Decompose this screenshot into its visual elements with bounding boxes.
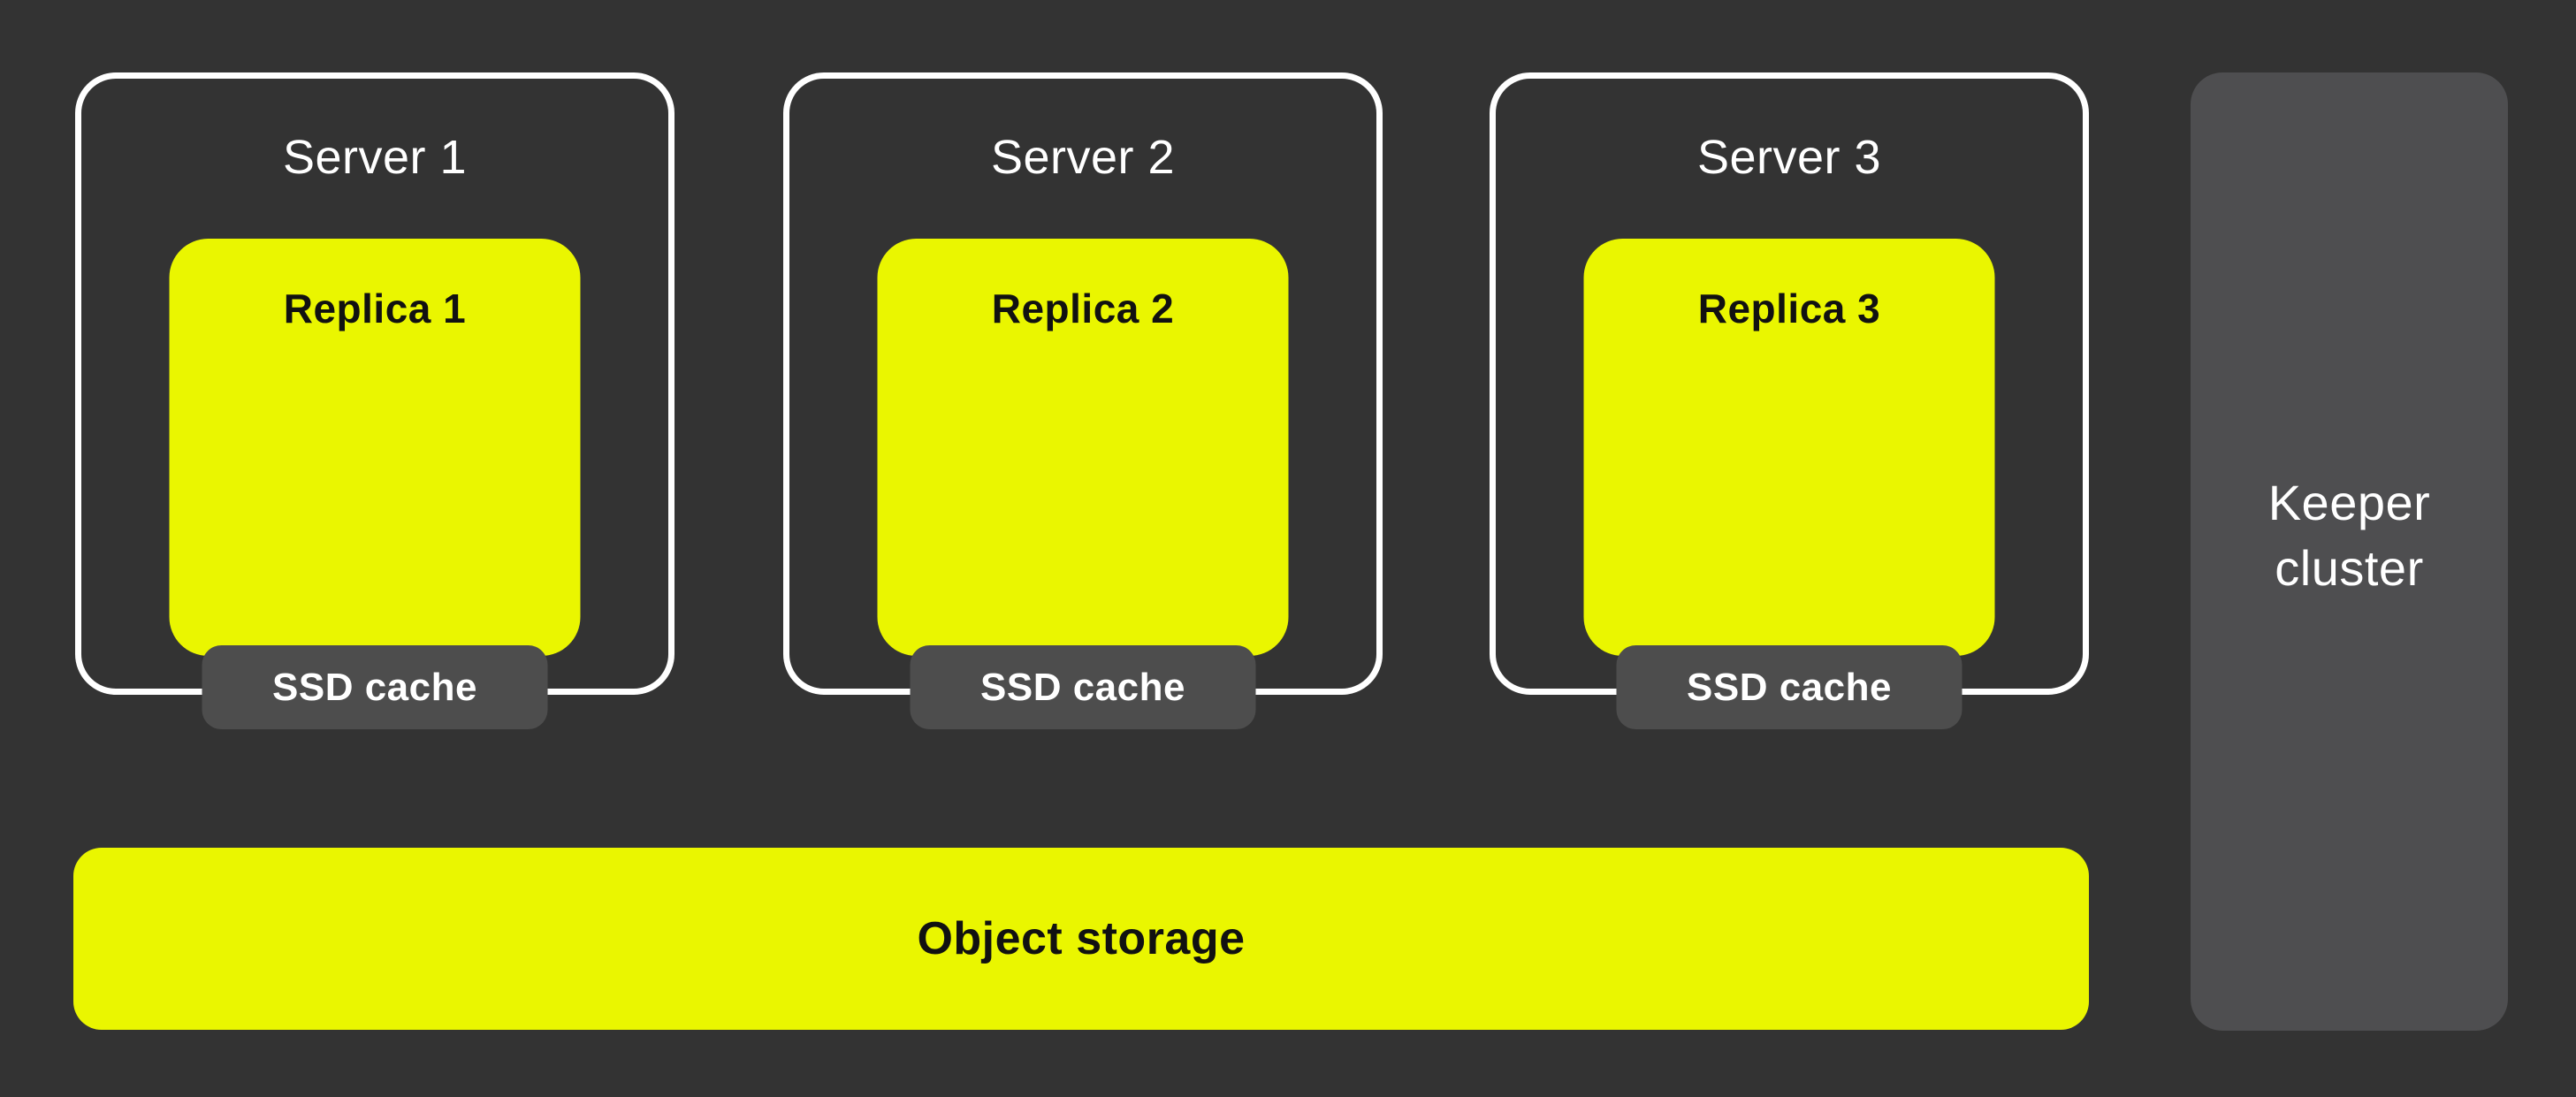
server-box-1: Server 1 Replica 1 SSD cache	[75, 72, 674, 729]
server-box-3: Server 3 Replica 3 SSD cache	[1490, 72, 2089, 729]
replica-box-3: Replica 3	[1583, 239, 1995, 656]
server-box-2: Server 2 Replica 2 SSD cache	[783, 72, 1383, 729]
replica-label: Replica 1	[283, 286, 467, 331]
server-title: Server 3	[1696, 131, 1882, 184]
object-storage-bar: Object storage	[73, 848, 2089, 1030]
keeper-cluster-label: Keeper cluster	[2267, 474, 2431, 596]
replica-label: Replica 2	[991, 286, 1175, 331]
object-storage-label: Object storage	[917, 913, 1246, 964]
replica-box-1: Replica 1	[169, 239, 581, 656]
ssd-cache-badge: SSD cache	[910, 645, 1256, 729]
ssd-cache-badge: SSD cache	[202, 645, 548, 729]
keeper-cluster-box: Keeper cluster	[2191, 72, 2508, 1031]
ssd-cache-badge: SSD cache	[1616, 645, 1962, 729]
ssd-cache-label: SSD cache	[272, 665, 477, 709]
replica-label: Replica 3	[1697, 286, 1881, 331]
server-title: Server 1	[282, 131, 468, 184]
server-title: Server 2	[990, 131, 1176, 184]
replica-box-2: Replica 2	[877, 239, 1289, 656]
ssd-cache-label: SSD cache	[1687, 665, 1892, 709]
ssd-cache-label: SSD cache	[980, 665, 1185, 709]
